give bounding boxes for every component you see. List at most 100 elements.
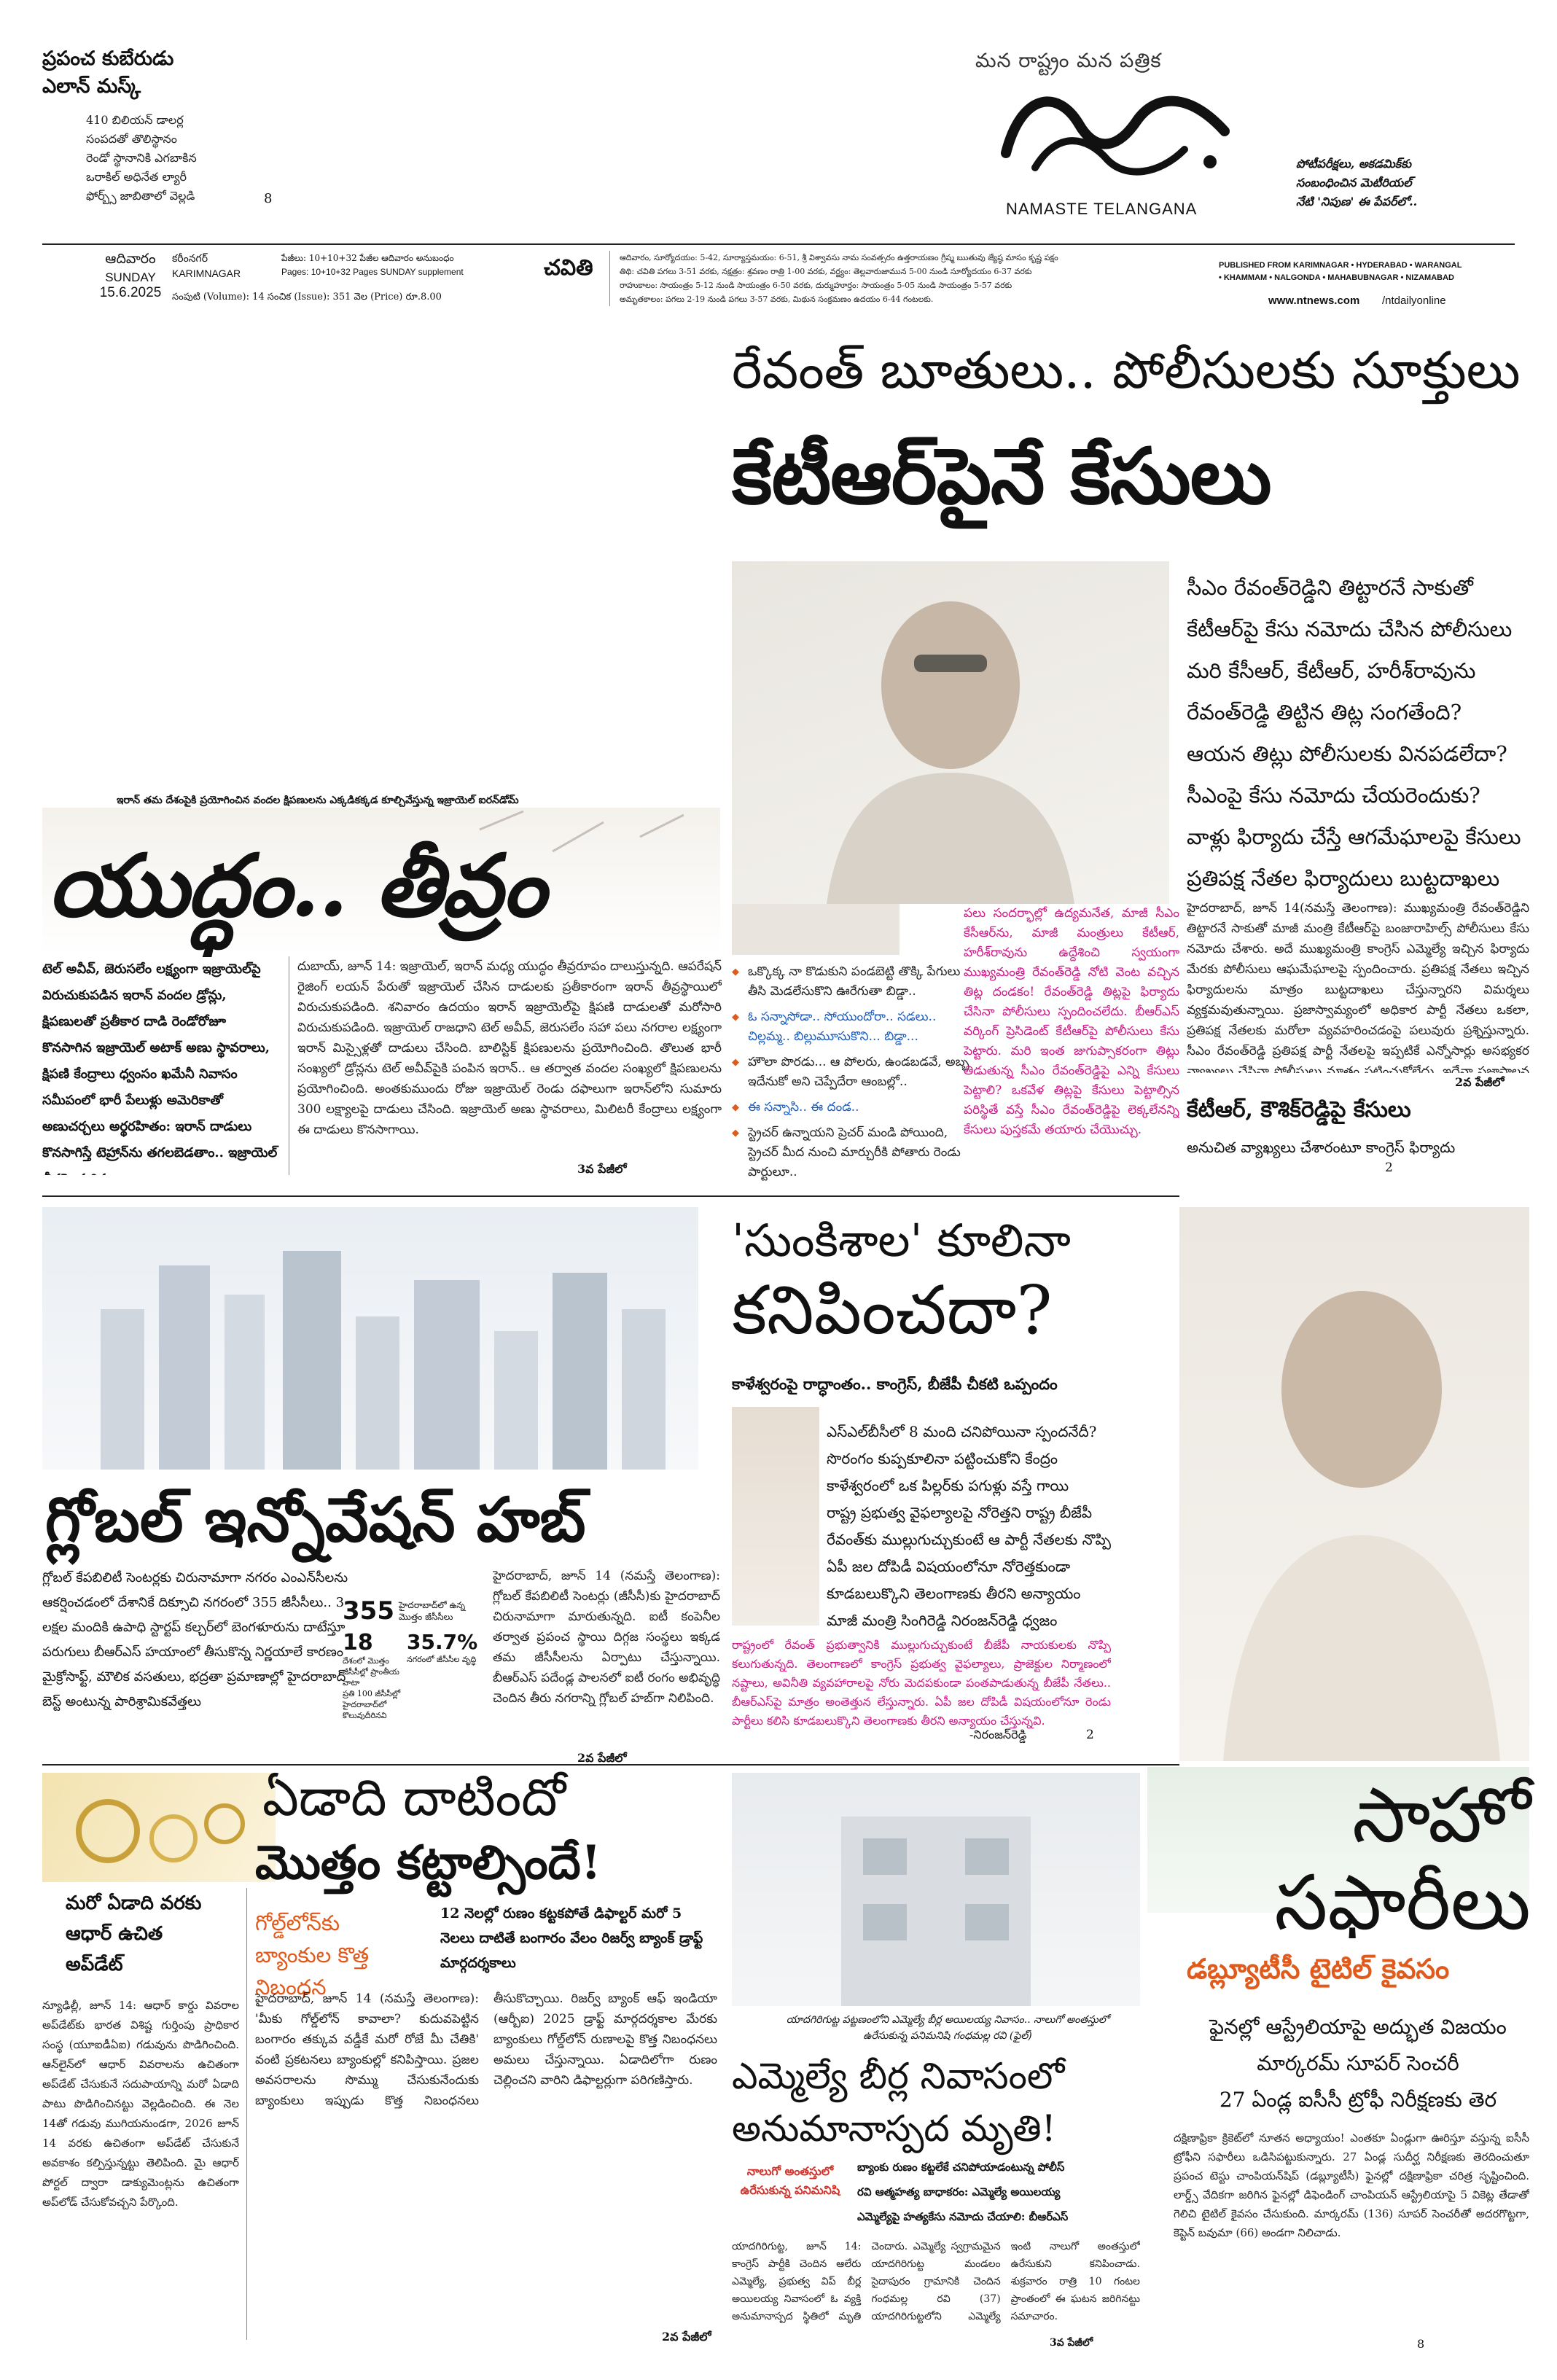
section-rule-1	[42, 1195, 1179, 1197]
masthead-city-te: కరీంనగర్	[172, 253, 208, 265]
gold-body: హైదరాబాద్, జూన్ 14 (నమస్తే తెలంగాణ): 'మీ…	[255, 1991, 717, 2108]
gold-headline: మొత్తం కట్టాల్సిందే!	[255, 1835, 601, 1890]
masthead-pages-block: పేజీలు: 10+10+32 పేజీల ఆదివారం అనుబంధం P…	[281, 251, 536, 279]
revanth-quote: ఓ సన్నాసోడా.. సోయుందోరా.. సడలు.. చిల్లమ్…	[732, 1007, 972, 1047]
mla-body: యాదగిరిగుట్ట, జూన్ 14: కాంగ్రెస్ పార్టీక…	[732, 2241, 1140, 2322]
gold-tag: గోల్డ్‌లోన్‌కు బ్యాంకుల కొత్త నిబంధన	[255, 1911, 370, 1999]
sunkishala-photo-graphic	[1223, 1291, 1500, 1761]
sunkishala-quote-by: -నిరంజన్‌రెడ్డి	[969, 1728, 1027, 1741]
sunkishala-quote: రాష్ట్రంలో రేవంత్ ప్రభుత్వానికి ముల్లుగు…	[732, 1638, 1111, 1728]
mla-headline: ఎమ్మెల్యే బీర్ల నివాసంలో అనుమానాస్పద మృత…	[732, 2055, 1065, 2150]
sunkishala-point: రాష్ట్ర ప్రభుత్వ వైఫల్యాలపై నోరెత్తని రా…	[827, 1504, 1093, 1521]
war-body: దుబాయ్, జూన్ 14: ఇజ్రాయెల్, ఇరాన్ మధ్య య…	[297, 959, 722, 1137]
ktr-photo-graphic	[827, 601, 1074, 904]
masthead-tithi: చవితి	[544, 255, 593, 281]
cricket-body: దక్షిణాఫ్రికా క్రికెట్‌లో నూతన అధ్యాయం! …	[1174, 2131, 1529, 2239]
lead-point: ప్రతిపక్ష నేతల ఫిర్యాదులు బుట్టదాఖలు	[1187, 866, 1500, 891]
aadhaar-body: న్యూఢిల్లీ, జూన్ 14: ఆధార్ కార్డు వివరాల…	[42, 1999, 239, 2209]
masthead-logo	[991, 80, 1239, 190]
innovation-stat: 355 హైదరాబాద్‌లో ఉన్న మొత్తం జీసీసీలు	[343, 1596, 488, 1626]
mla-tag: నాలుగో అంతస్తులో ఉరేసుకున్న పనిమనిషి	[740, 2164, 840, 2197]
lead-body: హైదరాబాద్, జూన్ 14(నమస్తే తెలంగాణ): ముఖ్…	[1187, 901, 1529, 1073]
lead-point: మరి కేసీఆర్, కేటీఆర్, హరీశ్‌రావును	[1187, 658, 1476, 683]
masthead-website-link[interactable]: www.ntnews.com	[1268, 294, 1360, 307]
gold-jewellery-photo	[42, 1773, 276, 1882]
innovation-stat-value: 355	[343, 1596, 394, 1626]
masthead-logo-graphic	[1001, 95, 1230, 176]
innovation-headline: గ్లోబల్ ఇన్నోవేషన్ హబ్	[45, 1483, 586, 1556]
innovation-body: హైదరాబాద్, జూన్ 14 (నమస్తే తెలంగాణ): గ్ల…	[493, 1569, 720, 1706]
gold-body-ref: 2వ పేజీలో	[662, 2330, 711, 2344]
masthead-divider	[609, 251, 610, 306]
innovation-skyline-photo	[42, 1207, 698, 1470]
gold-kicker: ఏడాది దాటిందో	[262, 1768, 566, 1827]
revanth-quote-box: ఒక్కొక్క నా కొడుకుని పండబెట్టి తొక్కి పే…	[732, 904, 1111, 1188]
masthead-left-sub: 410 బిలియన్ డాలర్ల సంపదతో తొలిస్థానం రెం…	[86, 113, 197, 203]
sunkishala-point: సొరంగం కుప్పకూలినా పట్టించుకోని కేంద్రం	[827, 1450, 1058, 1467]
lead-point: సీఎంపై కేసు నమోదు చేయరెందుకు?	[1187, 783, 1480, 808]
aadhaar-divider	[246, 1888, 247, 2340]
lead-sub-ref: 2	[1385, 1160, 1393, 1175]
lead-point: రేవంత్‌రెడ్డి తిట్టిన తిట్ల సంగతేంది?	[1187, 700, 1462, 725]
mla-house-graphic	[841, 1817, 1031, 2006]
sunkishala-photo	[1179, 1207, 1529, 1761]
sunkishala-quote-ref: 2	[1086, 1728, 1094, 1742]
lead-subhead: కేటీఆర్, కౌశిక్‌రెడ్డిపై కేసులు	[1187, 1097, 1411, 1123]
ktr-photo	[732, 561, 1169, 904]
masthead-day-te: ఆదివారం	[105, 251, 156, 267]
mla-body-ref: 3వ పేజీలో	[1050, 2337, 1093, 2349]
sunkishala-point: మాజీ మంత్రి సింగిరెడ్డి నిరంజన్‌రెడ్డి ధ…	[827, 1612, 1058, 1629]
innovation-stat-label: హైదరాబాద్‌లో ఉన్న మొత్తం జీసీసీలు	[398, 1600, 466, 1622]
masthead-pages-en: Pages: 10+10+32 Pages SUNDAY supplement	[281, 267, 464, 277]
masthead-rule-top	[42, 243, 1515, 245]
innovation-stat-value: 18	[343, 1630, 373, 1655]
sunkishala-headline: కనిపించదా?	[732, 1271, 1053, 1349]
war-headline: యుద్ధం.. తీవ్రం	[48, 835, 546, 936]
cricket-point: మార్కరమ్ సూపర్ సెంచరీ	[1257, 2051, 1459, 2075]
masthead-paper-name: NAMASTE TELANGANA	[1006, 200, 1198, 218]
niranjan-reddy-photo	[732, 1407, 819, 1626]
war-summary: టెల్ అవీవ్, జెరుసలేం లక్ష్యంగా ఇజ్రాయెల్…	[42, 961, 278, 1175]
lead-points: సీఎం రేవంత్‌రెడ్డిని తిట్టారనే సాకుతో కే…	[1187, 567, 1529, 900]
cricket-body-ref: 8	[1417, 2337, 1425, 2351]
innovation-stat-label: దేశంలో మొత్తం జీసీసీల్లో ప్రాంతీయ వాటా	[343, 1656, 399, 1688]
lead-point: కేటీఆర్‌పై కేసు నమోదు చేసిన పోలీసులు	[1187, 617, 1513, 641]
cricket-points: ఫైనల్లో ఆస్ట్రేలియాపై అద్భుత విజయం మార్క…	[1187, 2009, 1529, 2118]
skyline-graphic	[101, 1251, 666, 1470]
lead-magenta-box: పలు సందర్భాల్లో ఉద్యమనేత, మాజీ సీఎం కేసీ…	[964, 906, 1179, 1137]
innovation-stat-row: 18 దేశంలో మొత్తం జీసీసీల్లో ప్రాంతీయ వాట…	[343, 1630, 488, 1721]
sunkishala-point: ఏపీ జల దోపిడీ విషయంలోనూ నోరెత్తకుండా	[827, 1558, 1071, 1575]
revanth-quotes-list: ఒక్కొక్క నా కొడుకుని పండబెట్టి తొక్కి పే…	[732, 962, 972, 1188]
mla-house-photo	[732, 1773, 1140, 2006]
lead-point: వాళ్లు ఫిర్యాదు చేస్తే ఆగమేఘాలపై కేసులు	[1187, 824, 1521, 849]
revanth-quote: ఈ సన్నాసి.. ఈ దండ..	[732, 1098, 972, 1117]
revanth-quote: స్ట్రెచర్ ఉన్నాయని ప్రెచర్ మండి పోయింది,…	[732, 1123, 972, 1182]
aadhaar-headline: మరో ఏడాది వరకు ఆధార్ ఉచిత అప్‌డేట్	[66, 1892, 202, 1975]
masthead-date: 15.6.2025	[99, 285, 162, 300]
war-body-ref: 3వ పేజీలో	[577, 1162, 627, 1176]
cricket-point: ఫైనల్లో ఆస్ట్రేలియాపై అద్భుత విజయం	[1209, 2015, 1507, 2039]
cricket-point: 27 ఏండ్ల ఐసీసీ ట్రోఫీ నిరీక్షణకు తెర	[1219, 2088, 1497, 2112]
innovation-stat-value: 35.7%	[407, 1630, 478, 1654]
cricket-photo	[1147, 1767, 1529, 1913]
masthead-volume: సంపుటి (Volume): 14 సంచిక (Issue): 351 వ…	[172, 292, 442, 303]
lead-kicker: రేవంత్ బూతులు.. పోలీసులకు సూక్తులు	[732, 340, 1521, 400]
war-kicker: ఇరాన్ తమ దేశంపైకి ప్రయోగించిన వందల క్షిప…	[117, 795, 519, 806]
lead-headline: కేటీఆర్‌పైనే కేసులు	[732, 430, 1272, 521]
innovation-stats: 355 హైదరాబాద్‌లో ఉన్న మొత్తం జీసీసీలు 18…	[343, 1596, 488, 1764]
gold-deck: 12 నెలల్లో రుణం కట్టకపోతే డిఫాల్టర్ మరో …	[440, 1905, 703, 1971]
innovation-stat-note: ప్రతి 100 జీసీసీల్లో హైదరాబాద్‌లో కొలువు…	[343, 1689, 401, 1720]
innovation-summary: గ్లోబల్ కేపబిలిటీ సెంటర్లకు చిరునామాగా న…	[42, 1570, 348, 1709]
masthead-pages-te: పేజీలు: 10+10+32 పేజీల ఆదివారం అనుబంధం	[281, 253, 454, 263]
masthead-left-headline: ప్రపంచ కుబేరుడు ఎలాన్ మస్క్	[42, 47, 174, 98]
masthead-day-en: SUNDAY	[105, 270, 156, 284]
lead-body-ref: 2వ పేజీలో	[1455, 1075, 1505, 1089]
masthead-almanac: ఆదివారం, సూర్యోదయం: 5-42, సూర్యాస్తమయం: …	[620, 253, 1058, 304]
lead-point: సీఎం రేవంత్‌రెడ్డిని తిట్టారనే సాకుతో	[1187, 575, 1473, 600]
sunkishala-kicker: 'సుంకిశాల' కూలినా	[732, 1214, 1071, 1267]
sunkishala-points: ఎస్‌ఎల్‌బీసీలో 8 మంది చనిపోయినా స్పందనేద…	[827, 1419, 1169, 1634]
revanth-photo	[732, 904, 900, 955]
masthead-social-link[interactable]: /ntdailyonline	[1382, 294, 1446, 307]
innovation-body-ref: 2వ పేజీలో	[577, 1751, 627, 1765]
innovation-stat: 18 దేశంలో మొత్తం జీసీసీల్లో ప్రాంతీయ వాట…	[343, 1630, 401, 1721]
